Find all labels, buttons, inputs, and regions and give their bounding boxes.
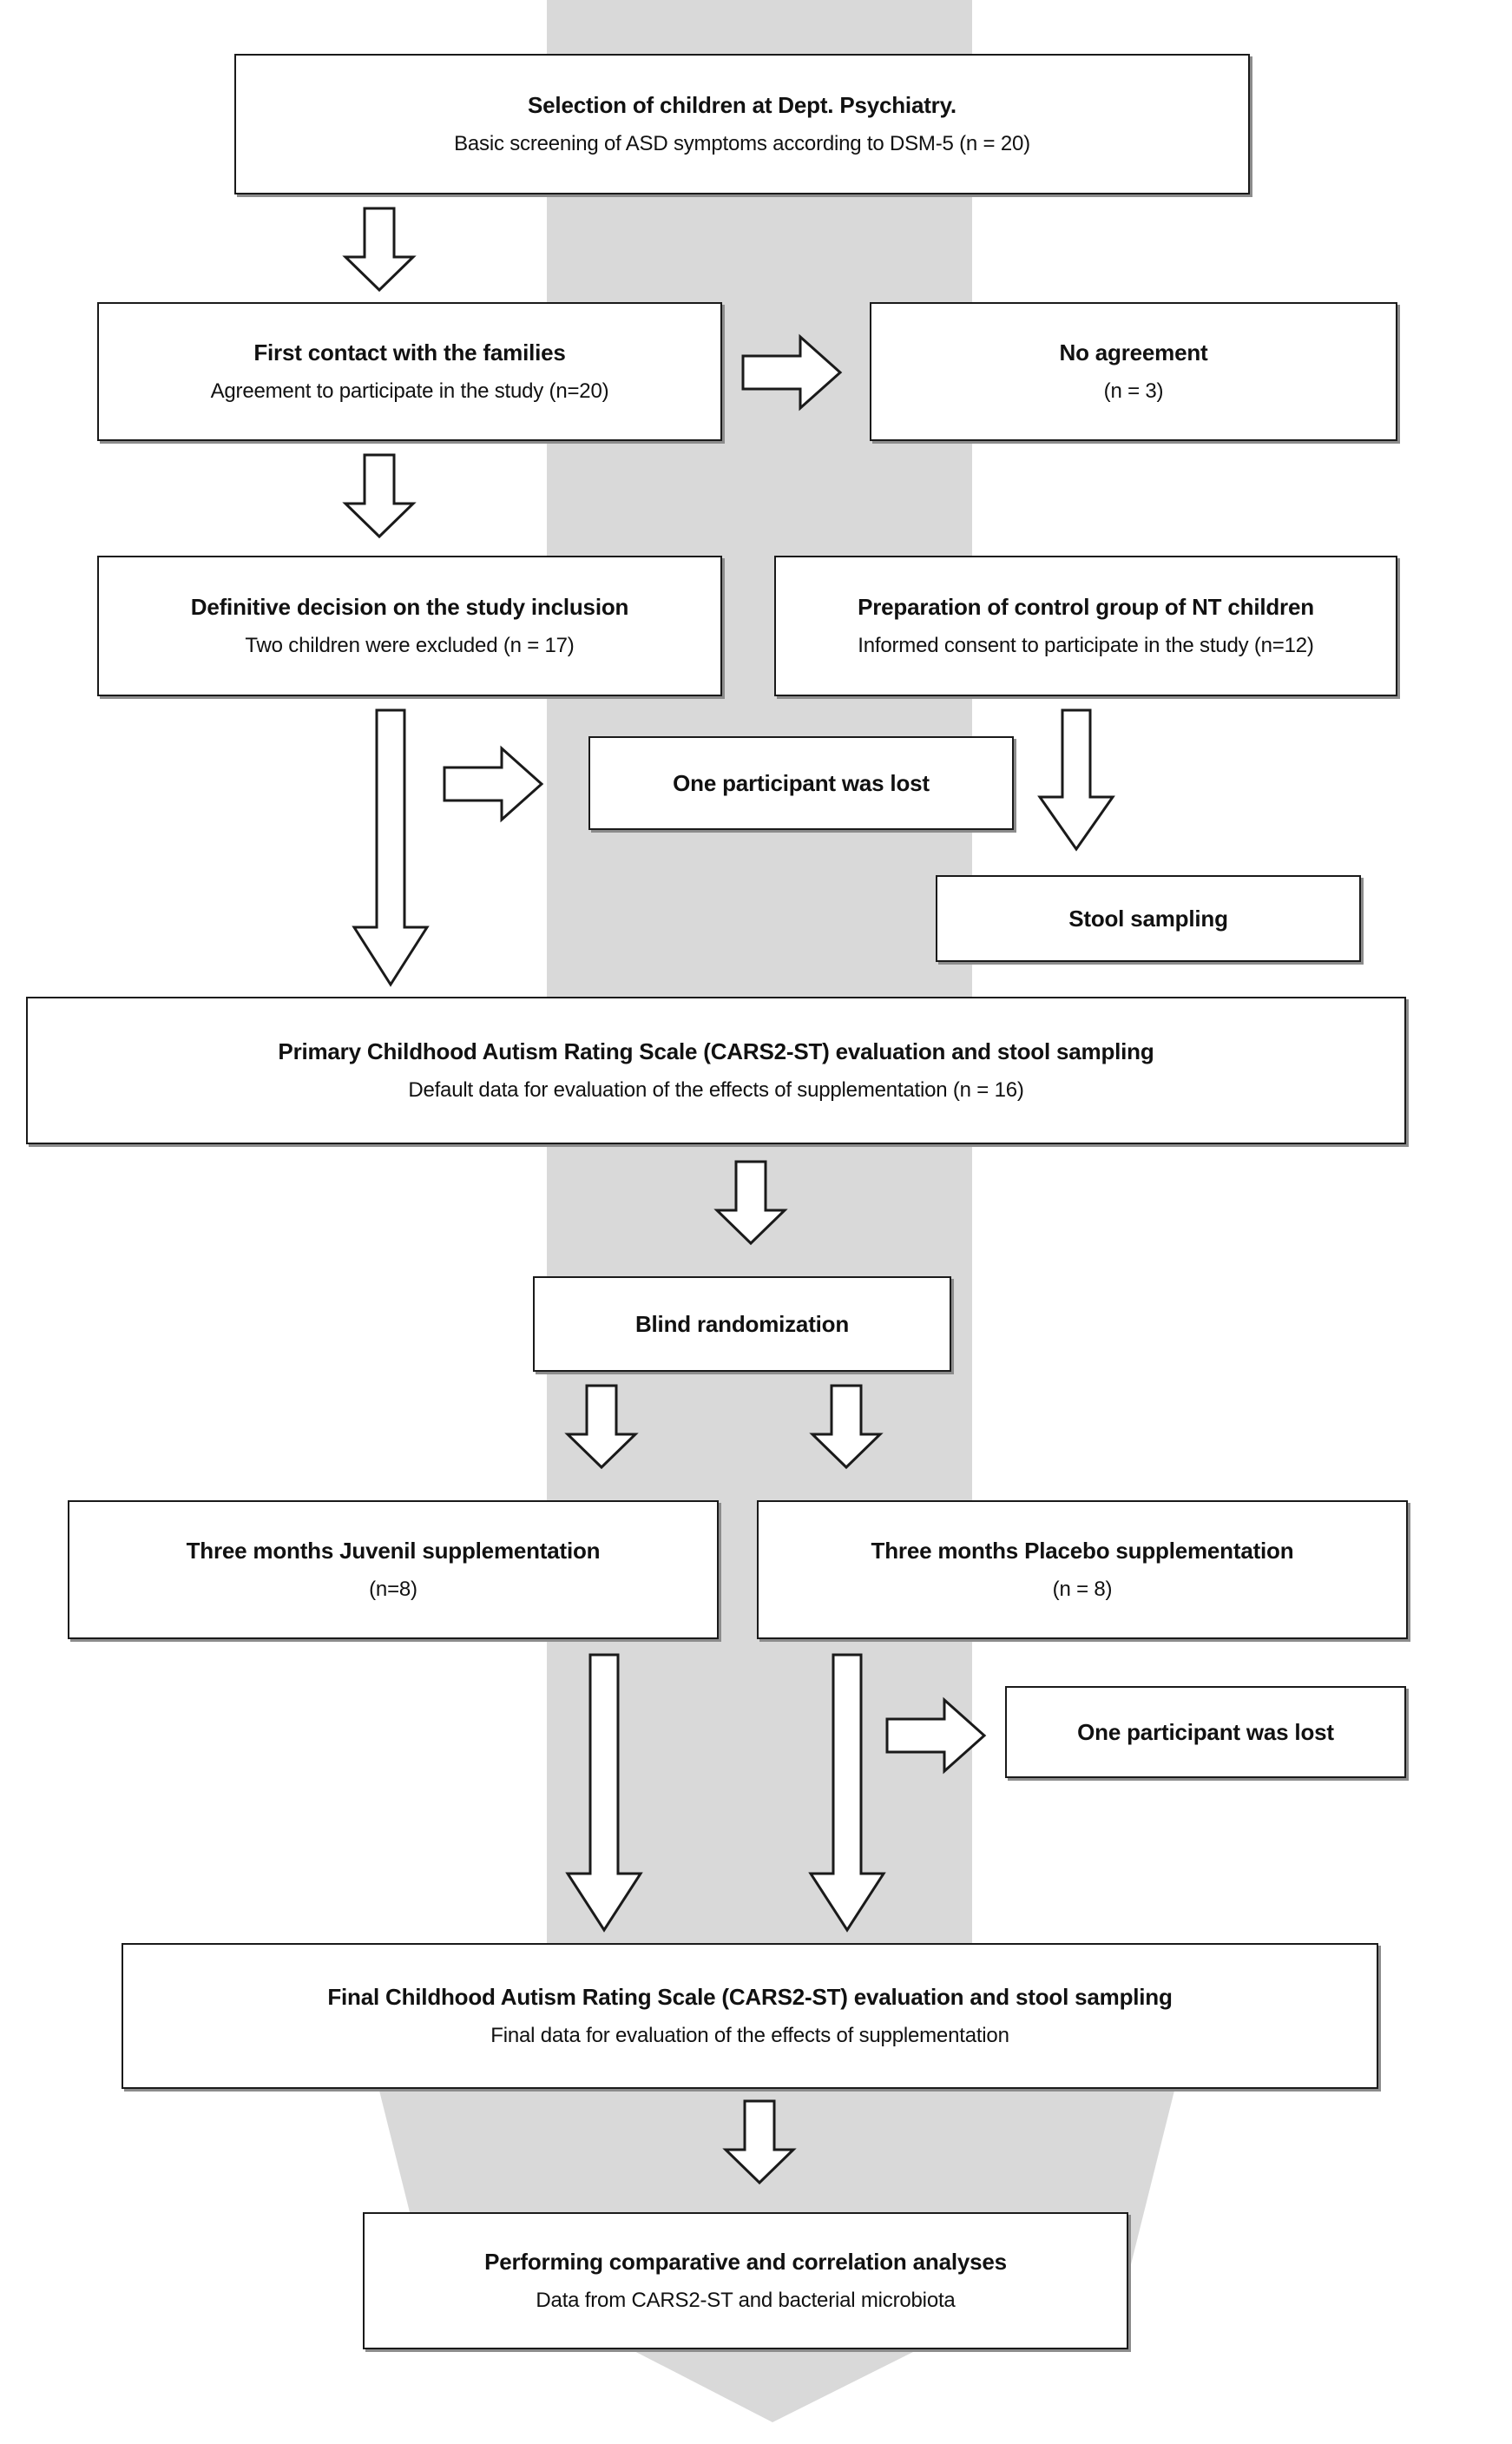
node-control-group-title: Preparation of control group of NT child… [858,593,1314,620]
node-juvenil-supplementation-subtitle: (n=8) [369,1578,417,1602]
connector-definitive-to-primary [351,708,434,988]
node-selection[interactable]: Selection of children at Dept. Psychiatr… [234,54,1250,194]
node-lost-participant-2-title: One participant was lost [1077,1718,1334,1745]
connector-juvenil-to-final [564,1653,648,1933]
connector-final-to-analyses [720,2099,799,2185]
node-first-contact-subtitle: Agreement to participate in the study (n… [210,379,609,404]
node-no-agreement-subtitle: (n = 3) [1103,379,1164,404]
connector-first-contact-to-definitive [340,453,418,539]
node-no-agreement-title: No agreement [1059,339,1208,366]
node-primary-cars-subtitle: Default data for evaluation of the effec… [408,1078,1024,1103]
node-placebo-supplementation[interactable]: Three months Placebo supplementation (n … [757,1500,1408,1639]
node-definitive-decision-title: Definitive decision on the study inclusi… [190,593,629,620]
node-first-contact[interactable]: First contact with the families Agreemen… [97,302,722,441]
connector-definitive-to-lost-1 [443,743,547,827]
connector-selection-to-first-contact [340,207,418,293]
node-primary-cars-title: Primary Childhood Autism Rating Scale (C… [278,1038,1154,1064]
node-lost-participant-1-title: One participant was lost [673,769,930,796]
node-juvenil-supplementation-title: Three months Juvenil supplementation [186,1537,601,1564]
node-stool-sampling[interactable]: Stool sampling [936,875,1361,962]
node-primary-cars[interactable]: Primary Childhood Autism Rating Scale (C… [26,997,1406,1144]
node-first-contact-title: First contact with the families [253,339,566,366]
node-selection-title: Selection of children at Dept. Psychiatr… [528,91,957,118]
connector-randomization-to-juvenil [562,1384,641,1470]
node-control-group[interactable]: Preparation of control group of NT child… [774,556,1397,696]
node-lost-participant-2[interactable]: One participant was lost [1005,1686,1406,1778]
node-analyses-subtitle: Data from CARS2-ST and bacterial microbi… [536,2289,956,2313]
node-final-cars-title: Final Childhood Autism Rating Scale (CAR… [327,1983,1173,2010]
node-final-cars[interactable]: Final Childhood Autism Rating Scale (CAR… [122,1943,1378,2089]
connector-placebo-to-final [807,1653,891,1933]
node-definitive-decision[interactable]: Definitive decision on the study inclusi… [97,556,722,696]
node-lost-participant-1[interactable]: One participant was lost [588,736,1014,830]
node-analyses-title: Performing comparative and correlation a… [484,2248,1007,2275]
node-analyses[interactable]: Performing comparative and correlation a… [363,2212,1128,2349]
node-placebo-supplementation-title: Three months Placebo supplementation [871,1537,1294,1564]
node-final-cars-subtitle: Final data for evaluation of the effects… [490,2024,1009,2048]
node-blind-randomization[interactable]: Blind randomization [533,1276,951,1372]
node-placebo-supplementation-subtitle: (n = 8) [1052,1578,1113,1602]
connector-primary-to-randomization [712,1160,790,1246]
node-definitive-decision-subtitle: Two children were excluded (n = 17) [245,634,575,658]
node-stool-sampling-title: Stool sampling [1068,905,1228,932]
node-control-group-subtitle: Informed consent to participate in the s… [858,634,1314,658]
node-no-agreement[interactable]: No agreement (n = 3) [870,302,1397,441]
connector-control-to-stool [1036,708,1120,853]
node-juvenil-supplementation[interactable]: Three months Juvenil supplementation (n=… [68,1500,719,1639]
connector-first-contact-to-no-agreement [741,332,845,415]
node-blind-randomization-title: Blind randomization [634,1310,850,1337]
connector-placebo-to-lost-2 [885,1695,989,1778]
node-selection-subtitle: Basic screening of ASD symptoms accordin… [454,132,1030,156]
connector-randomization-to-placebo [807,1384,885,1470]
